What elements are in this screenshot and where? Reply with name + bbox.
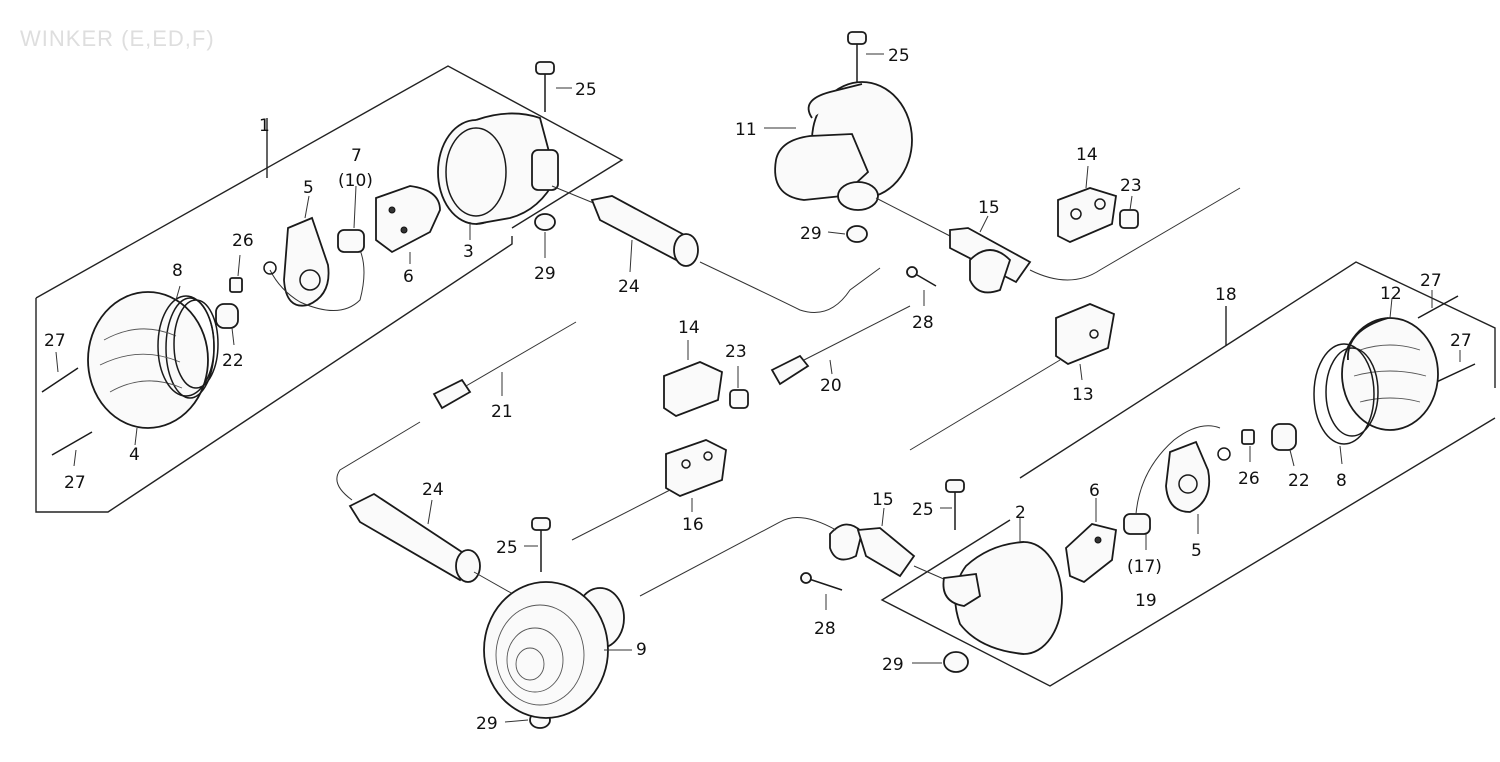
callout-25-a: 25 <box>575 80 597 100</box>
callout-17: (17) <box>1127 557 1162 577</box>
part-17-socket <box>1123 425 1221 550</box>
part-6-bracket-right <box>1065 498 1117 584</box>
part-24-stem-upper <box>551 185 881 313</box>
callout-25-b: 25 <box>888 46 910 66</box>
part-2-housing <box>942 518 1063 655</box>
part-14-block-middle <box>663 340 723 418</box>
part-26-screw <box>229 254 243 293</box>
part-27-pins <box>41 290 1476 467</box>
callout-24-lower: 24 <box>422 480 444 500</box>
assembly-18-outline <box>880 261 1496 687</box>
callout-27-d: 27 <box>1450 331 1472 351</box>
part-28-bolts <box>800 266 937 610</box>
callout-18: 18 <box>1215 285 1237 305</box>
part-14-block-upper <box>1057 165 1117 243</box>
part-20-connector <box>770 305 911 386</box>
part-26-screw-right <box>1241 429 1255 462</box>
callout-29-c: 29 <box>882 655 904 675</box>
callout-22-left: 22 <box>222 351 244 371</box>
callout-4: 4 <box>129 445 140 465</box>
callout-29-d: 29 <box>476 714 498 734</box>
part-16-block <box>571 439 727 541</box>
callout-12: 12 <box>1380 284 1402 304</box>
callout-15-upper: 15 <box>978 198 1000 218</box>
part-5-socket-plate <box>263 195 365 311</box>
callout-20: 20 <box>820 376 842 396</box>
part-23-cap-middle <box>729 366 749 409</box>
callout-5-left: 5 <box>303 178 314 198</box>
part-15-stem-lower <box>639 507 947 597</box>
callout-25-c: 25 <box>496 538 518 558</box>
part-9-lens <box>483 581 632 719</box>
callout-10: (10) <box>338 171 373 191</box>
callout-13: 13 <box>1072 385 1094 405</box>
callout-22-right: 22 <box>1288 471 1310 491</box>
callout-11: 11 <box>735 120 757 140</box>
callout-21: 21 <box>491 402 513 422</box>
callout-7: 7 <box>351 146 362 166</box>
callout-26-left: 26 <box>232 231 254 251</box>
callout-14-upper: 14 <box>1076 145 1098 165</box>
callout-29-a: 29 <box>534 264 556 284</box>
callout-labels: 1 2 3 4 5 5 6 6 7 (10) 8 8 9 11 12 13 14… <box>44 46 1472 734</box>
callout-27-a: 27 <box>44 331 66 351</box>
callout-8-left: 8 <box>172 261 183 281</box>
part-22-bulb <box>215 303 239 346</box>
callout-2: 2 <box>1015 503 1026 523</box>
callout-27-b: 27 <box>64 473 86 493</box>
part-8-rim <box>157 285 219 397</box>
callout-27-c: 27 <box>1420 271 1442 291</box>
callout-24-upper: 24 <box>618 277 640 297</box>
callout-16: 16 <box>682 515 704 535</box>
part-13-block <box>909 303 1116 451</box>
part-24-stem-lower <box>336 421 521 599</box>
callout-5-right: 5 <box>1191 541 1202 561</box>
callout-3: 3 <box>463 242 474 262</box>
callout-26-right: 26 <box>1238 469 1260 489</box>
callout-6-right: 6 <box>1089 481 1100 501</box>
part-11-housing <box>764 81 913 211</box>
callout-6-left: 6 <box>403 267 414 287</box>
part-8-rim-right <box>1313 343 1379 465</box>
callout-14-middle: 14 <box>678 318 700 338</box>
callout-25-d: 25 <box>912 500 934 520</box>
part-6-bracket <box>375 185 441 264</box>
part-4-lens <box>87 291 215 446</box>
part-21-connector <box>432 321 577 410</box>
callout-15-lower: 15 <box>872 490 894 510</box>
callout-23-middle: 23 <box>725 342 747 362</box>
callout-23-upper: 23 <box>1120 176 1142 196</box>
part-15-stem-upper <box>875 187 1241 294</box>
callout-19: 19 <box>1135 591 1157 611</box>
callout-1: 1 <box>259 116 270 136</box>
part-22-bulb-right <box>1271 423 1297 467</box>
callout-29-b: 29 <box>800 224 822 244</box>
part-3-housing <box>437 112 559 240</box>
part-5-socket-plate-right <box>1165 440 1231 534</box>
callout-28-lower: 28 <box>814 619 836 639</box>
part-25-bolts <box>524 31 965 572</box>
part-12-housing <box>1341 297 1439 431</box>
part-7-socket <box>337 185 365 253</box>
part-23-cap-upper <box>1119 195 1139 229</box>
assembly-1-outline <box>35 65 624 513</box>
callout-9: 9 <box>636 640 647 660</box>
diagram-title: WINKER (E,ED,F) <box>20 26 215 51</box>
callout-8-right: 8 <box>1336 471 1347 491</box>
callout-28-upper: 28 <box>912 313 934 333</box>
